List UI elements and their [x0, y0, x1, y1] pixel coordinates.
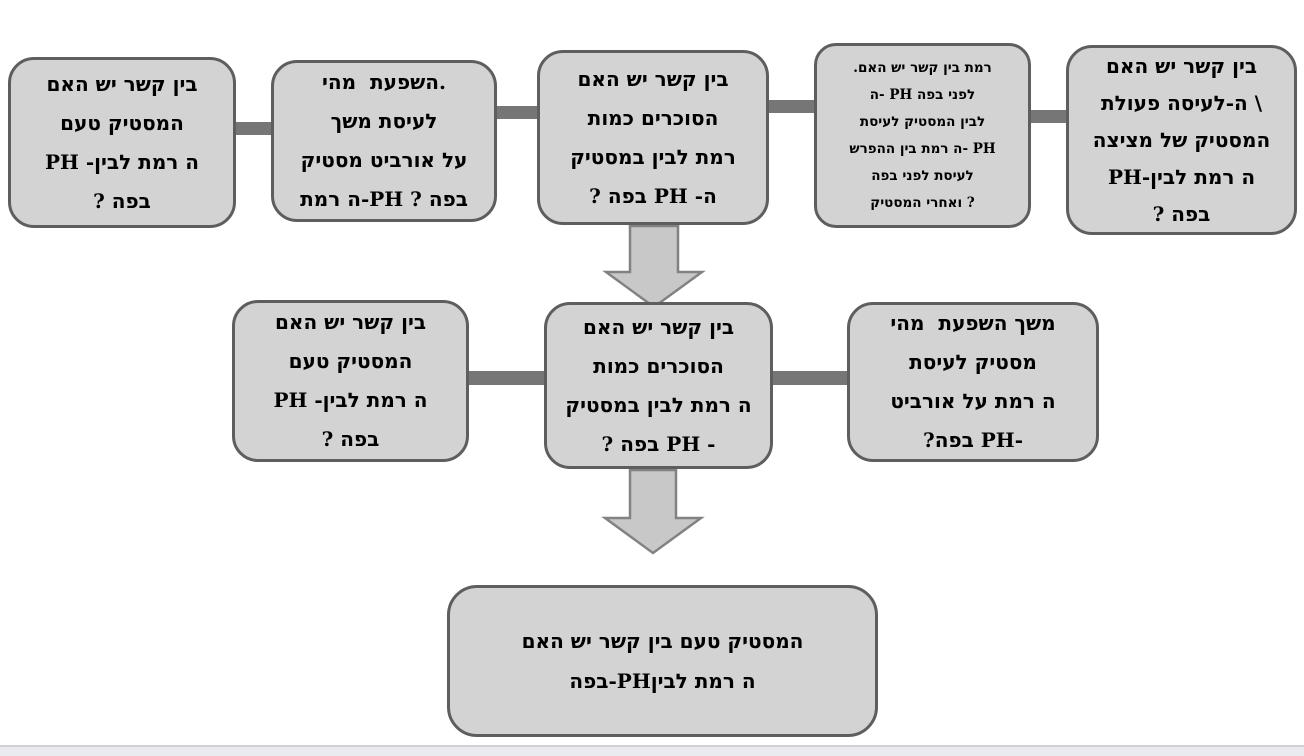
box-text: בין קשר יש האם הסוכרים כמות ה רמת לבין ב… [565, 314, 752, 456]
flow-box-top-ph-before-after: רמת בין קשר יש האם. לפני בפה PH -ה לבין … [814, 43, 1031, 228]
flow-box-bottom-conclusion: המסטיק טעם בין קשר יש האם ה רמת לביןPH-ב… [447, 585, 878, 737]
down-arrow-middle [601, 468, 705, 555]
flow-box-mid-chewing-duration: משך השפעת מהי מסטיק לעיסת ה רמת על אורבי… [847, 302, 1099, 462]
box-text: רמת בין קשר יש האם. לפני בפה PH -ה לבין … [849, 59, 996, 211]
box-text: המסטיק טעם בין קשר יש האם ה רמת לביןPH-ב… [521, 629, 804, 693]
bottom-edge-bar [0, 745, 1304, 756]
flow-box-mid-sugar-amount: בין קשר יש האם הסוכרים כמות ה רמת לבין ב… [544, 302, 773, 469]
connector-top-4-5 [1031, 110, 1066, 123]
connector-mid-2-3 [773, 371, 847, 385]
flow-box-top-sugar-amount: בין קשר יש האם הסוכרים כמות רמת לבין במס… [537, 50, 769, 225]
connector-mid-1-2 [469, 371, 544, 385]
box-text: בין קשר יש האם המסטיק טעם ה רמת לבין- PH… [44, 71, 200, 213]
connector-top-2-3 [497, 106, 537, 119]
connector-top-1-2 [236, 122, 271, 135]
flow-box-top-chewing-duration: .השפעת מהי לעיסת משך על אורביט מסטיק בפה… [271, 60, 497, 222]
box-text: בין קשר יש האם המסטיק טעם ה רמת לבין- PH… [273, 310, 428, 451]
box-text: משך השפעת מהי מסטיק לעיסת ה רמת על אורבי… [890, 311, 1056, 452]
flow-box-top-taste-vs-ph: בין קשר יש האם המסטיק טעם ה רמת לבין- PH… [8, 57, 236, 228]
flow-box-top-chew-vs-suck: בין קשר יש האם \ ה-לעיסה פעולת המסטיק של… [1066, 45, 1297, 235]
box-text: בין קשר יש האם \ ה-לעיסה פעולת המסטיק של… [1092, 53, 1271, 226]
box-text: .השפעת מהי לעיסת משך על אורביט מסטיק בפה… [300, 70, 468, 211]
box-text: בין קשר יש האם הסוכרים כמות רמת לבין במס… [570, 66, 736, 208]
connector-top-3-4 [769, 100, 814, 113]
flow-box-mid-taste-vs-ph: בין קשר יש האם המסטיק טעם ה רמת לבין- PH… [232, 300, 469, 462]
down-arrow-top [602, 224, 706, 309]
